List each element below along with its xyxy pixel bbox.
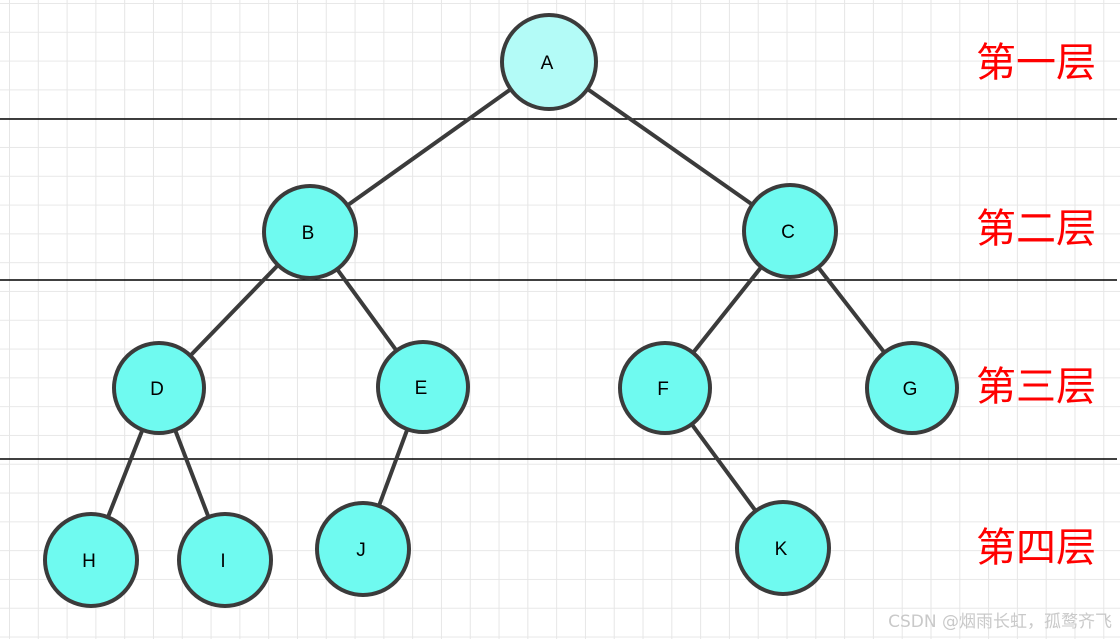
node-label-i: I (220, 551, 225, 572)
edge-c-f (689, 263, 765, 357)
layer-label-1: 第一层 (976, 40, 1096, 86)
node-label-g: G (903, 379, 918, 400)
node-label-f: F (657, 379, 669, 400)
edge-d-h (105, 425, 146, 522)
edge-a-c (583, 85, 756, 208)
node-circle-h[interactable] (43, 512, 139, 608)
node-circle-j[interactable] (315, 501, 411, 597)
node-label-h: H (82, 551, 96, 572)
edge-b-e (333, 265, 400, 355)
layer-label-2: 第二层 (976, 206, 1096, 252)
node-circle-i[interactable] (177, 512, 273, 608)
node-label-e: E (415, 378, 428, 399)
tree-node-c[interactable]: C (742, 183, 838, 279)
tree-node-a[interactable]: A (500, 13, 598, 111)
node-circle-c[interactable] (742, 183, 838, 279)
tree-node-k[interactable]: K (735, 500, 831, 596)
csdn-watermark: CSDN @烟雨长虹，孤鹜齐飞 (888, 612, 1112, 632)
tree-node-i[interactable]: I (177, 512, 273, 608)
tree-node-f[interactable]: F (618, 341, 712, 435)
node-circle-g[interactable] (865, 341, 959, 435)
tree-edges (105, 85, 888, 522)
tree-node-b[interactable]: B (262, 184, 358, 280)
edge-a-b (343, 86, 515, 209)
tree-node-d[interactable]: D (112, 341, 206, 435)
node-label-a: A (541, 53, 554, 74)
tree-node-g[interactable]: G (865, 341, 959, 435)
node-circle-b[interactable] (262, 184, 358, 280)
node-circle-e[interactable] (376, 340, 470, 434)
node-label-b: B (302, 223, 315, 244)
node-circle-k[interactable] (735, 500, 831, 596)
edge-d-i (172, 426, 212, 521)
edge-c-g (814, 263, 888, 357)
tree-node-h[interactable]: H (43, 512, 139, 608)
layer-label-4: 第四层 (976, 525, 1096, 571)
node-label-j: J (356, 540, 366, 561)
node-circle-f[interactable] (618, 341, 712, 435)
tree-node-j[interactable]: J (315, 501, 411, 597)
edge-b-d (186, 261, 282, 360)
edge-e-j (376, 425, 411, 510)
edge-f-k (688, 420, 759, 515)
tree-node-e[interactable]: E (376, 340, 470, 434)
node-label-k: K (775, 539, 788, 560)
node-label-c: C (781, 222, 795, 243)
tree-nodes: A B C D E F G H I J K (43, 13, 959, 608)
node-label-d: D (150, 379, 164, 400)
node-circle-d[interactable] (112, 341, 206, 435)
node-circle-a[interactable] (500, 13, 598, 111)
layer-label-3: 第三层 (976, 364, 1096, 410)
